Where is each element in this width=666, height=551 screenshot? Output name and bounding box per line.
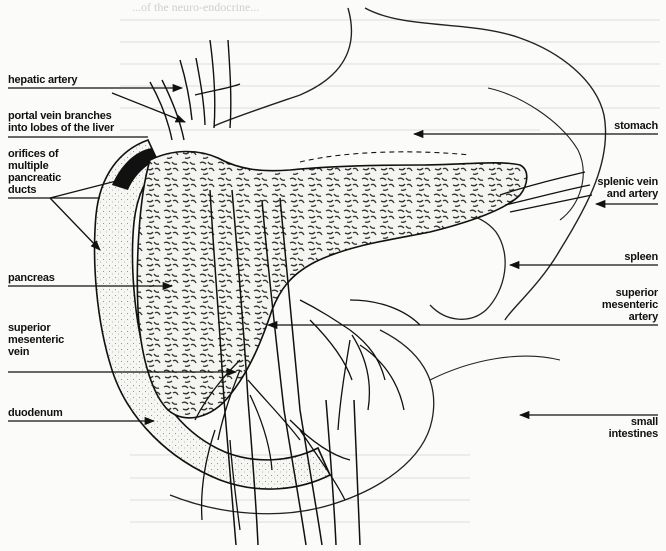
label-superior-mesenteric-vein: superior mesenteric vein <box>8 322 64 358</box>
background-header-text: ...of the neuro-endocrine... <box>132 0 259 15</box>
lower-curve <box>430 356 560 380</box>
label-superior-mesenteric-artery: superior mesenteric artery <box>602 287 658 323</box>
aorta-segment <box>326 400 360 545</box>
label-pancreas: pancreas <box>8 272 55 284</box>
label-stomach: stomach <box>614 120 658 132</box>
label-portal-vein-branches: portal vein branches into lobes of the l… <box>8 110 114 134</box>
label-small-intestines: small intestines <box>609 416 658 440</box>
label-hepatic-artery: hepatic artery <box>8 74 77 86</box>
label-splenic-vein-artery: splenic vein and artery <box>597 176 658 200</box>
label-pancreatic-duct-orifices: orifices of multiple pancreatic ducts <box>8 148 61 196</box>
pancreas-dashed-edge <box>300 152 470 162</box>
label-duodenum: duodenum <box>8 407 63 419</box>
label-spleen: spleen <box>624 251 658 263</box>
pancreas-body <box>137 152 526 418</box>
hepatic-vessels <box>150 40 240 140</box>
